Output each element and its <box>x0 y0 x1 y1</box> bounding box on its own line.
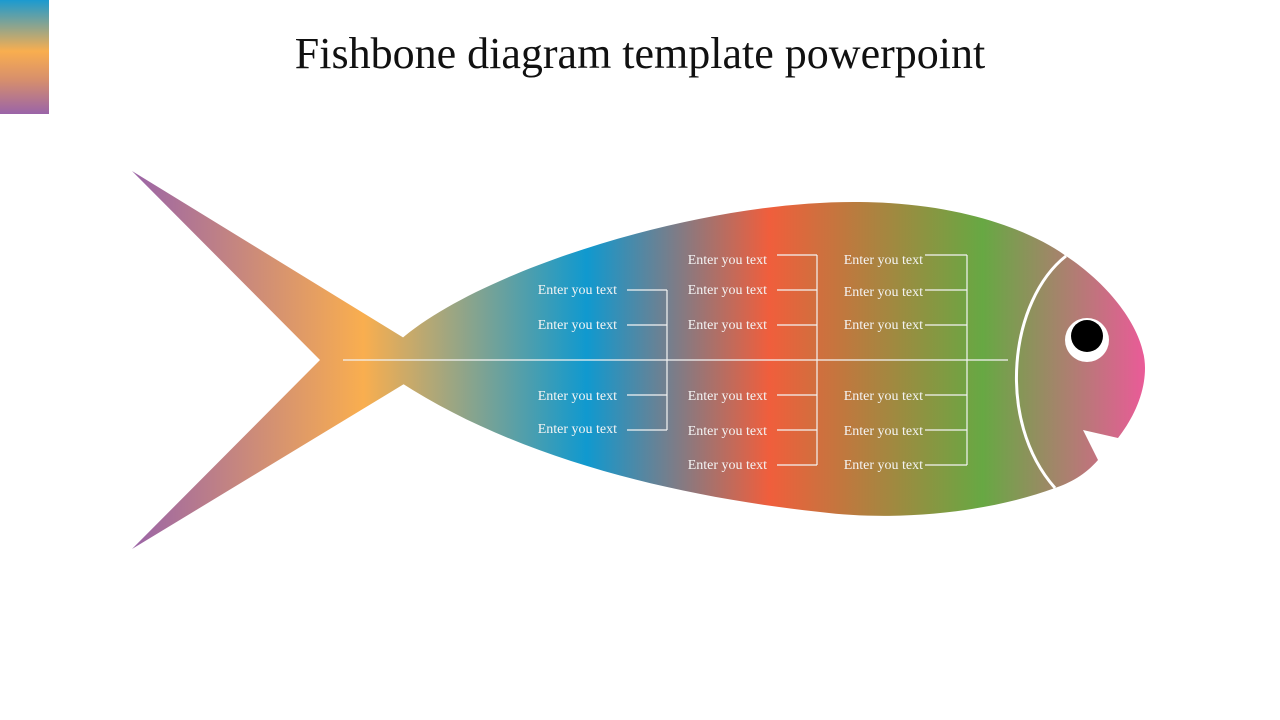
branch-label[interactable]: Enter you text <box>538 283 617 298</box>
eye-pupil-icon <box>1071 320 1103 352</box>
branch-label[interactable]: Enter you text <box>688 318 767 333</box>
branch-label[interactable]: Enter you text <box>844 458 923 473</box>
branch-label[interactable]: Enter you text <box>688 253 767 268</box>
branch-label[interactable]: Enter you text <box>688 389 767 404</box>
branch-label[interactable]: Enter you text <box>538 318 617 333</box>
branch-label[interactable]: Enter you text <box>844 389 923 404</box>
fish-body <box>400 201 1145 516</box>
corner-gradient-accent <box>0 0 49 114</box>
branch-label[interactable]: Enter you text <box>688 458 767 473</box>
branch-label[interactable]: Enter you text <box>688 283 767 298</box>
branch-label[interactable]: Enter you text <box>538 422 617 437</box>
spine <box>343 254 1008 466</box>
slide-title: Fishbone diagram template powerpoint <box>294 29 986 78</box>
branch-column-3: Enter you text Enter you text Enter you … <box>844 253 923 473</box>
branch-label[interactable]: Enter you text <box>844 285 923 300</box>
branch-column-1: Enter you text Enter you text Enter you … <box>538 283 617 437</box>
branch-label[interactable]: Enter you text <box>538 389 617 404</box>
branch-label[interactable]: Enter you text <box>844 424 923 439</box>
branch-label[interactable]: Enter you text <box>688 424 767 439</box>
branch-column-2: Enter you text Enter you text Enter you … <box>688 253 767 473</box>
head-separator <box>1015 254 1067 489</box>
branch-label[interactable]: Enter you text <box>844 253 923 268</box>
branch-label[interactable]: Enter you text <box>844 318 923 333</box>
